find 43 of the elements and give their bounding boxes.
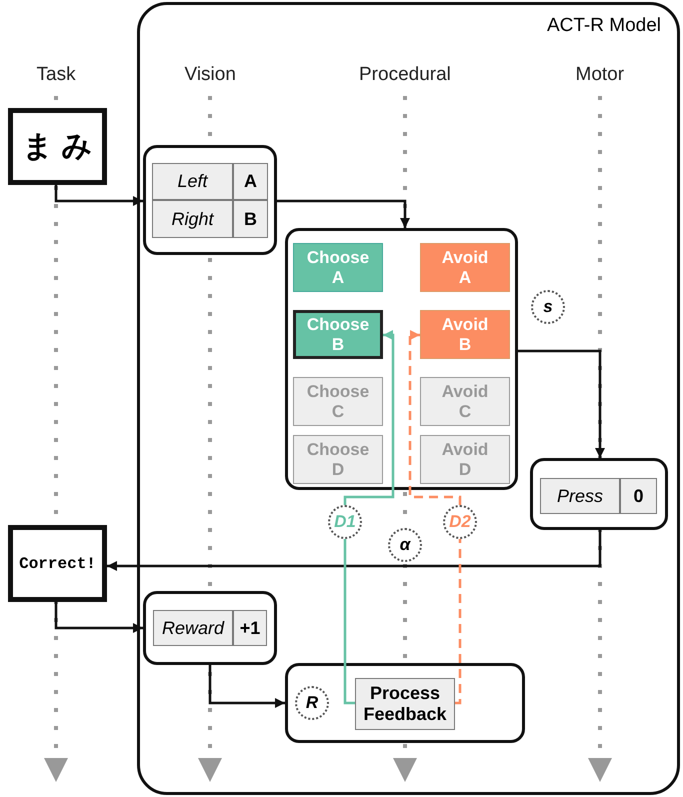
parameter-circle: s	[531, 290, 565, 324]
stimulus-box: ま み	[8, 108, 107, 185]
buffer-box	[143, 591, 277, 665]
production-box: Avoid C	[420, 377, 510, 426]
buffer-box	[530, 458, 668, 530]
arrow	[277, 200, 410, 228]
buffer-box	[285, 663, 525, 743]
table-cell: Right	[152, 200, 233, 238]
model-panel	[137, 2, 680, 795]
table-cell: Reward	[153, 610, 233, 646]
table-cell: Press	[540, 478, 620, 514]
panel-title: ACT-R Model	[546, 15, 661, 37]
production-box: Choose D	[293, 435, 383, 484]
production-box: Avoid D	[420, 435, 510, 484]
column-label: Procedural	[359, 64, 451, 86]
buffer-box	[285, 228, 518, 490]
arrow	[344, 330, 394, 505]
table-cell: +1	[233, 610, 267, 646]
table-cell: B	[233, 200, 268, 238]
arrow	[518, 350, 605, 458]
column-label: Motor	[576, 64, 624, 86]
arrow	[54, 185, 143, 206]
column-label: Task	[36, 64, 76, 86]
table-cell: Process Feedback	[355, 678, 455, 730]
parameter-circle: D2	[443, 505, 477, 539]
column-label: Vision	[184, 64, 236, 86]
feedback-screen: Correct!	[8, 525, 107, 602]
parameter-circle: D1	[328, 505, 362, 539]
buffer-box	[143, 145, 277, 255]
production-box: Choose A	[293, 243, 383, 292]
table-cell: 0	[620, 478, 657, 514]
arrow	[54, 602, 143, 633]
parameter-circle: α	[388, 528, 422, 562]
arrow	[208, 665, 285, 708]
table-cell: A	[233, 163, 268, 200]
arrow	[107, 530, 602, 571]
production-box: Choose B	[293, 310, 383, 359]
production-box: Choose C	[293, 377, 383, 426]
arrow	[408, 330, 462, 505]
production-box: Avoid B	[420, 310, 510, 359]
parameter-circle: R	[295, 686, 329, 720]
production-box: Avoid A	[420, 243, 510, 292]
table-cell: Left	[152, 163, 233, 200]
